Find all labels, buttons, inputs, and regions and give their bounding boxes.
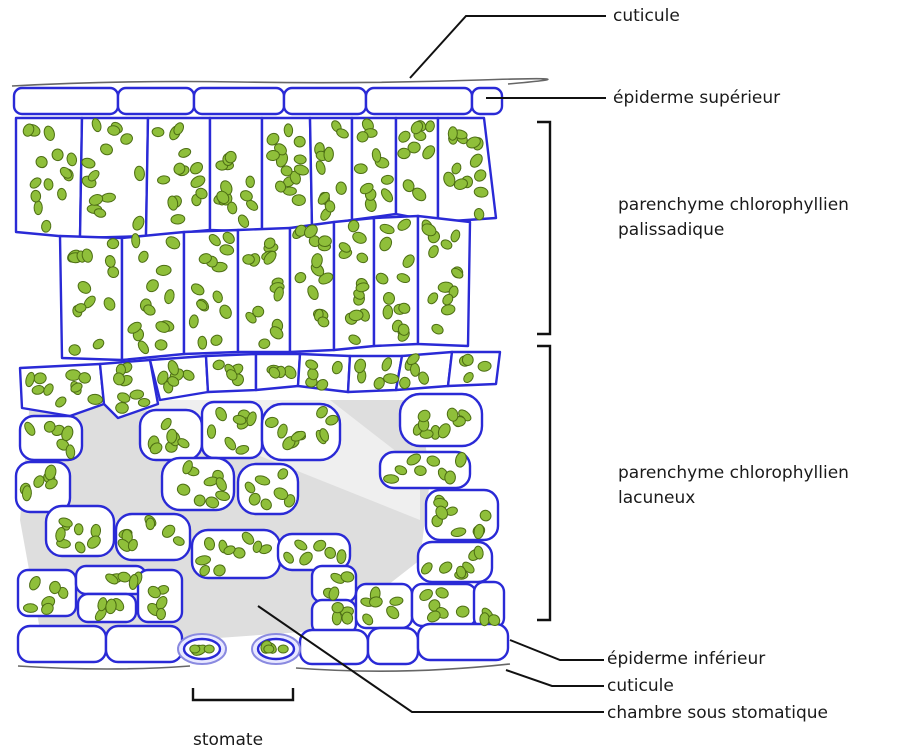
upper-epidermis [14,88,502,114]
upper-cuticle [12,79,548,86]
chloroplast [398,148,411,159]
upper-epidermis-label: épiderme supérieur [613,86,780,111]
chloroplast [445,471,456,484]
chloroplast [294,136,305,147]
chloroplast [22,485,32,500]
chloroplast [318,236,332,247]
chloroplast [383,305,393,319]
chloroplast [74,524,83,535]
chloroplast [34,201,42,215]
spongy-label-line2: lacuneux [618,486,849,511]
chloroplast [116,403,129,414]
palisade-label: parenchyme chlorophyllien palissadique [618,193,849,243]
chloroplast [156,608,165,620]
chloroplast [292,194,306,205]
chloroplast [146,518,155,530]
chloroplast [284,124,293,137]
chloroplast [31,190,41,202]
chloroplast [480,613,490,626]
chloroplast [49,581,61,594]
cuticle-bottom-label: cuticule [607,674,674,699]
chloroplast [324,147,334,162]
palisade-label-line2: palissadique [618,218,849,243]
palisade-label-line1: parenchyme chlorophyllien [618,193,849,218]
stomate-label: stomate [193,728,263,753]
chloroplast [243,254,255,264]
chloroplast [138,398,150,407]
palisade-layer-lower [60,216,470,360]
chloroplast [462,354,474,366]
lower-cuticle [18,664,510,671]
chloroplast [354,164,367,174]
chloroplast [448,127,457,141]
chloroplast [155,339,167,350]
chloroplast [152,127,165,137]
cuticle-bottom-leader [506,670,604,686]
chloroplast [246,176,255,188]
lower-epidermis-leader [510,640,604,660]
stomate-bracket [193,688,293,700]
chloroplast [341,612,353,625]
chloroplast [204,645,214,653]
chloroplast [383,474,398,483]
spongy-label: parenchyme chlorophyllien lacuneux [618,461,849,511]
chloroplast [264,645,274,653]
chloroplast [278,645,288,653]
spongy-brace [537,346,550,620]
palisade-brace [537,122,550,334]
spongy-label-line1: parenchyme chlorophyllien [618,461,849,486]
cuticle-top-leader [410,16,606,78]
chloroplast [66,370,81,381]
chloroplast [23,604,37,613]
chloroplast [190,645,200,653]
chloroplast [107,238,119,249]
chloroplast [207,425,215,438]
substomatal-chamber-label: chambre sous stomatique [607,701,828,726]
cuticle-top-label: cuticule [613,4,680,29]
chloroplast [198,336,207,349]
lower-epidermis-label: épiderme inférieur [607,647,765,672]
